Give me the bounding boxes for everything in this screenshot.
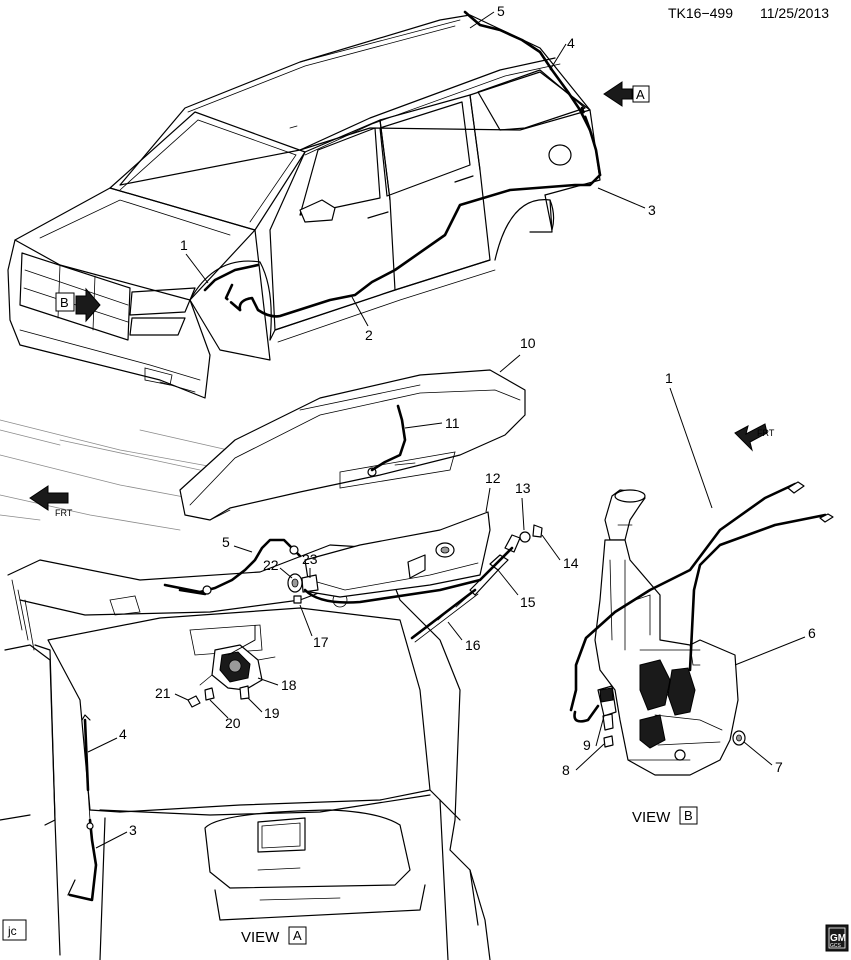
frt-label-view-a: FRT — [55, 508, 73, 518]
callout-20: 20 — [225, 715, 241, 731]
gm-logo: GM GCS — [825, 924, 849, 952]
initials: jc — [7, 924, 17, 938]
view-a-letter: A — [293, 928, 302, 943]
callout-3-a: 3 — [129, 822, 137, 838]
callout-13: 13 — [515, 480, 531, 496]
callout-15: 15 — [520, 594, 536, 610]
view-b-marker-box — [55, 292, 75, 312]
part-12-trim-cover — [304, 511, 491, 598]
suv-vehicle — [7, 10, 602, 399]
view-b-marker: B — [60, 295, 69, 310]
liftgate-view-a — [0, 419, 491, 960]
doc-id: TK16−499 — [668, 5, 733, 21]
callout-23: 23 — [302, 551, 318, 567]
part-8-seal — [603, 735, 614, 748]
doc-date: 11/25/2013 — [760, 5, 829, 21]
view-b-label-box — [679, 806, 698, 825]
callout-12: 12 — [485, 470, 501, 486]
part-18-wiper-motor — [199, 644, 276, 691]
view-a-marker-box — [632, 85, 650, 103]
callout-10: 10 — [520, 335, 536, 351]
callout-8: 8 — [562, 762, 570, 778]
initials-box — [2, 919, 27, 941]
part-17-bushing — [293, 595, 302, 604]
callout-5-top: 5 — [497, 3, 505, 19]
part-19-nut — [239, 685, 250, 700]
callout-18: 18 — [281, 677, 297, 693]
view-a-label-box — [288, 926, 307, 945]
callout-4-a: 4 — [119, 726, 127, 742]
callout-9: 9 — [583, 737, 591, 753]
callout-11: 11 — [445, 415, 460, 431]
callout-1-b: 1 — [665, 370, 673, 386]
washer-reservoir-view-b — [569, 481, 834, 776]
callout-4-top: 4 — [567, 35, 575, 51]
view-a-label: VIEW — [241, 929, 280, 946]
callout-2: 2 — [365, 327, 373, 343]
callout-6: 6 — [808, 625, 816, 641]
view-a-marker: A — [636, 87, 645, 102]
callout-14: 14 — [563, 555, 579, 571]
callout-1-top: 1 — [180, 237, 188, 253]
part-22-23-nozzle — [287, 573, 319, 593]
view-b-letter: B — [684, 808, 693, 823]
callout-17: 17 — [313, 634, 329, 650]
frt-arrow-view-a: FRT — [29, 485, 73, 518]
frt-label-view-b: FRT — [757, 428, 775, 438]
callout-7: 7 — [775, 759, 783, 775]
callout-22: 22 — [263, 557, 279, 573]
callout-5-a: 5 — [222, 534, 230, 550]
gm-logo-top: GM — [830, 933, 846, 944]
view-b-label: VIEW — [632, 809, 671, 826]
part-10-spoiler — [179, 369, 526, 521]
part-20-grommet — [204, 687, 215, 701]
part-21-bolt — [187, 695, 201, 708]
view-a-direction-arrow: A — [603, 81, 650, 107]
gm-logo-bottom: GCS — [830, 943, 842, 949]
part-16-wiper-blade — [410, 588, 479, 643]
callout-21: 21 — [155, 685, 171, 701]
callout-19: 19 — [264, 705, 280, 721]
frt-arrow-view-b: FRT — [734, 423, 775, 452]
callout-16: 16 — [465, 637, 481, 653]
view-b-direction-arrow: B — [55, 287, 101, 323]
part-13-15-wiper-arm — [303, 524, 543, 604]
callout-3-top: 3 — [648, 202, 656, 218]
